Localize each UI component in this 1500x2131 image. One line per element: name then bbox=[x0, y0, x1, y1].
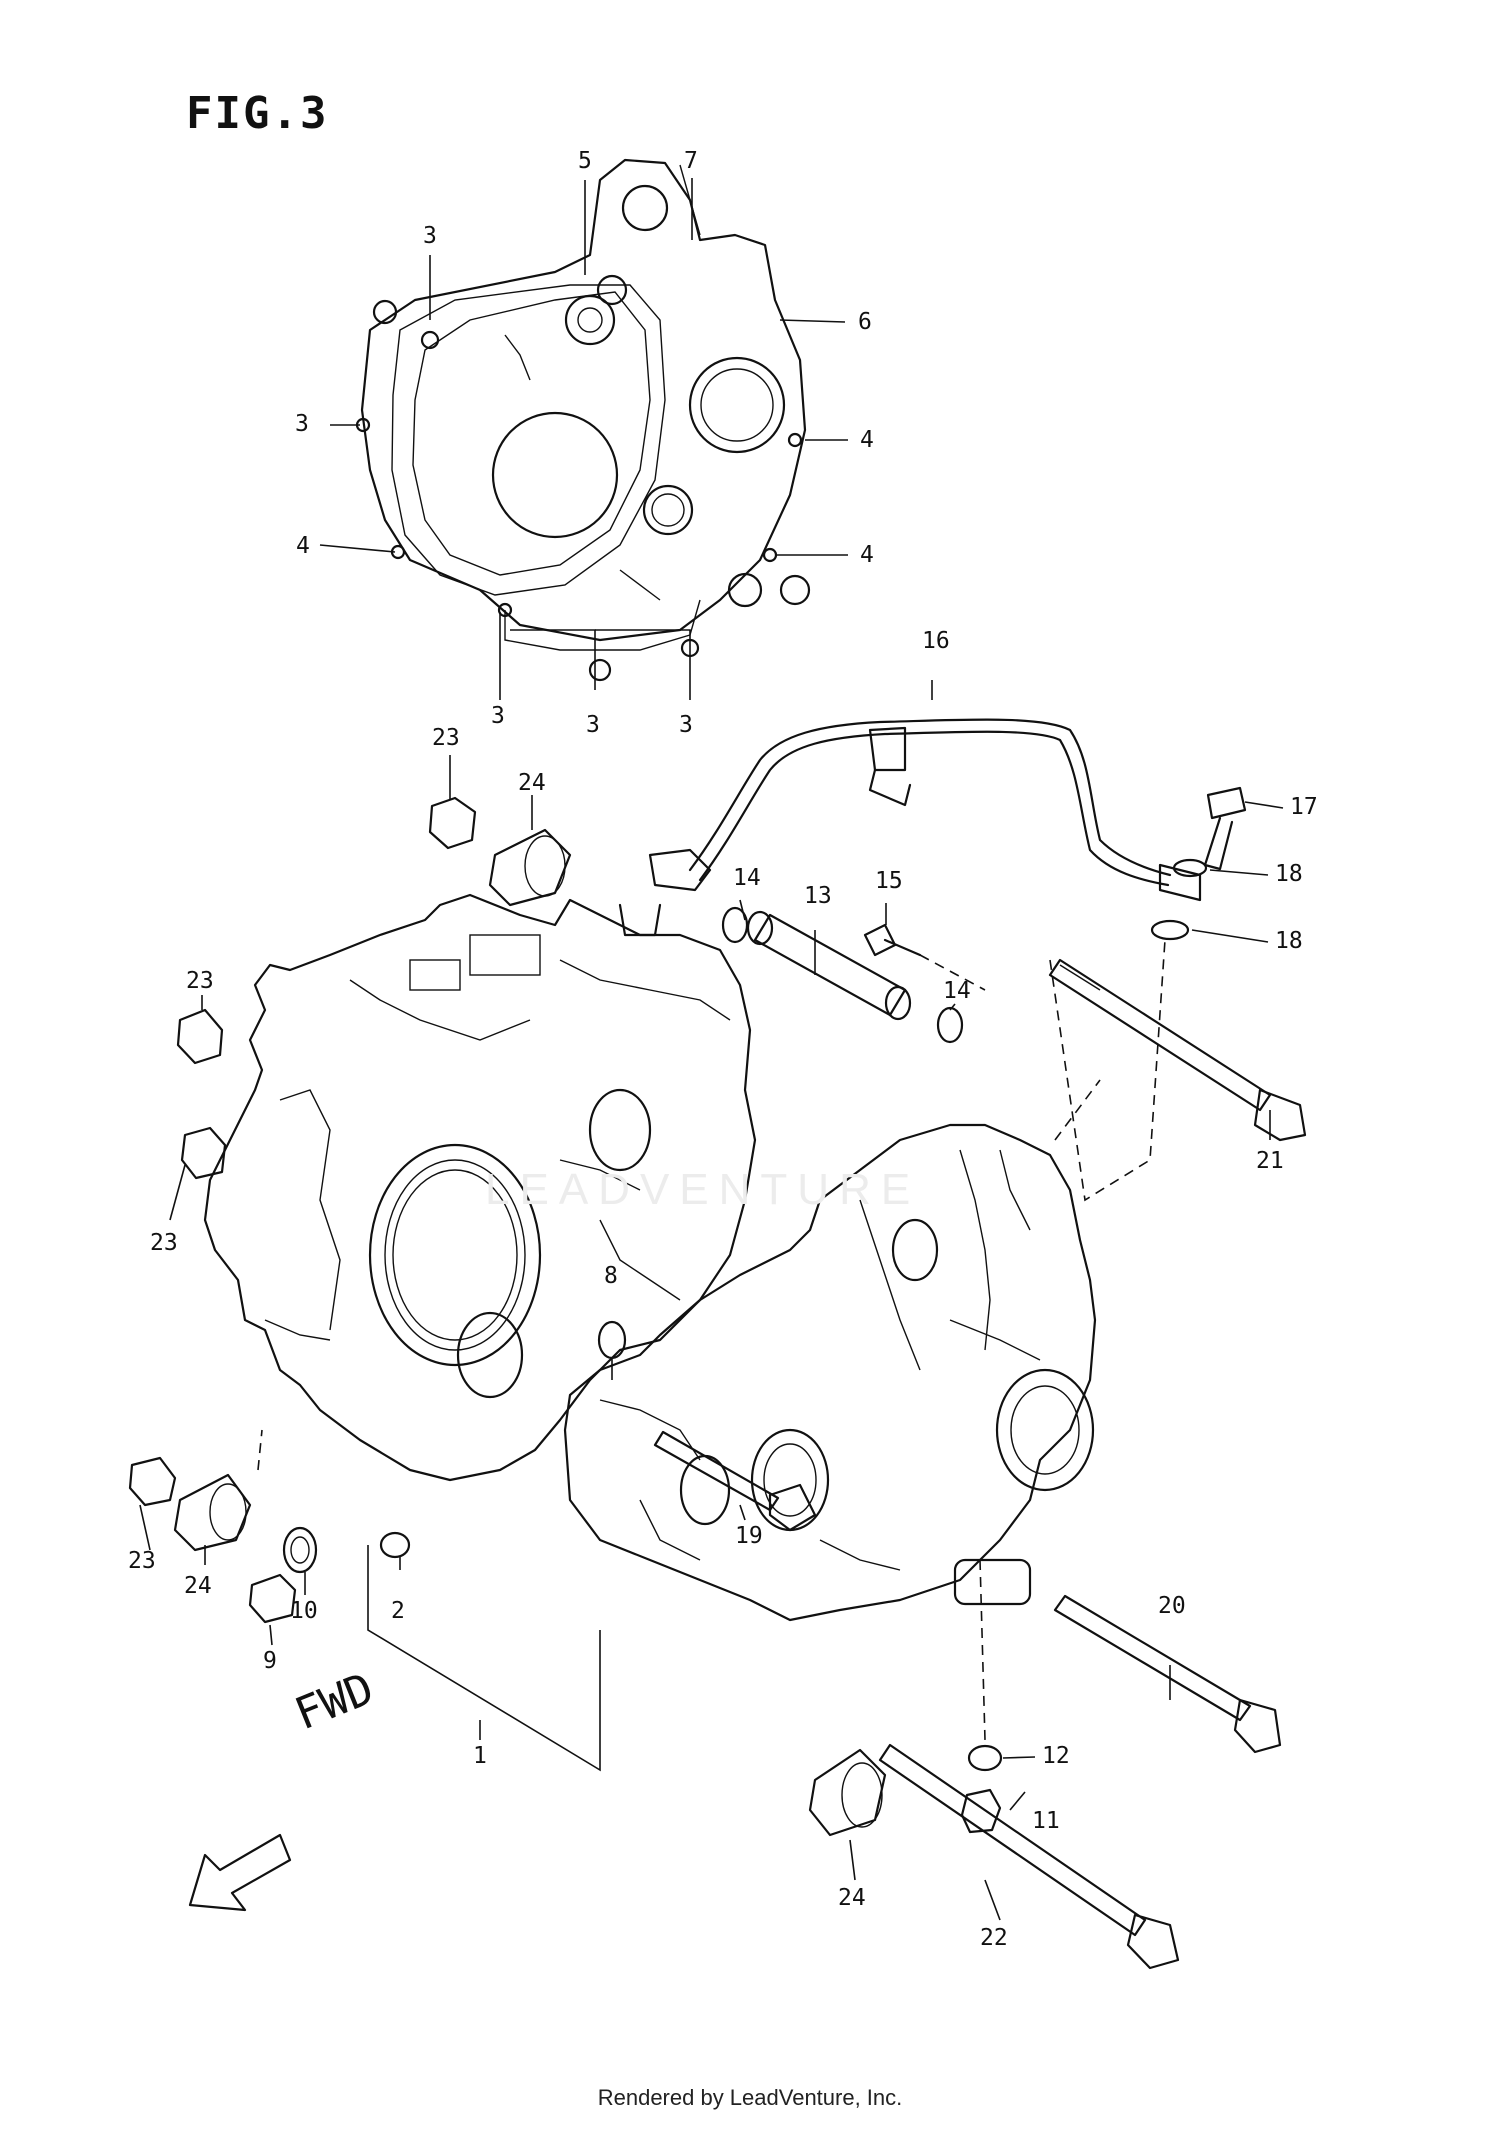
callout-3: 3 bbox=[586, 712, 600, 738]
nut-23c bbox=[180, 1126, 227, 1180]
callout-4: 4 bbox=[860, 427, 874, 453]
assembly-leaders bbox=[139, 680, 1284, 1921]
callout-10: 10 bbox=[290, 1598, 318, 1624]
nut-23a bbox=[428, 796, 477, 850]
callout-22: 22 bbox=[980, 1925, 1008, 1951]
callout-24: 24 bbox=[518, 770, 546, 796]
callout-24: 24 bbox=[838, 1885, 866, 1911]
nut-23b bbox=[176, 1008, 224, 1065]
callout-2: 2 bbox=[391, 1598, 405, 1624]
callout-19: 19 bbox=[735, 1523, 763, 1549]
forward-arrow-icon bbox=[188, 1833, 292, 1912]
callout-1: 1 bbox=[473, 1743, 487, 1769]
callout-7: 7 bbox=[684, 148, 698, 174]
callout-3: 3 bbox=[679, 712, 693, 738]
callout-4: 4 bbox=[860, 542, 874, 568]
render-credit: Rendered by LeadVenture, Inc. bbox=[597, 2085, 903, 2110]
callout-14: 14 bbox=[943, 978, 971, 1004]
callout-14: 14 bbox=[733, 865, 761, 891]
callout-13: 13 bbox=[804, 883, 832, 909]
callout-23: 23 bbox=[432, 725, 460, 751]
plug-11 bbox=[960, 1788, 1002, 1834]
callout-3: 3 bbox=[491, 703, 505, 729]
bolt-22 bbox=[878, 1743, 1180, 1970]
callout-18: 18 bbox=[1275, 928, 1303, 954]
oil-pipe-13 bbox=[721, 906, 986, 1044]
callout-23: 23 bbox=[150, 1230, 178, 1256]
washers-18 bbox=[1150, 858, 1208, 941]
union-bolt-17 bbox=[1203, 786, 1247, 871]
callout-18: 18 bbox=[1275, 861, 1303, 887]
callout-15: 15 bbox=[875, 868, 903, 894]
crankcase-assembly bbox=[203, 893, 1097, 1622]
callout-9: 9 bbox=[263, 1648, 277, 1674]
callout-16: 16 bbox=[922, 628, 950, 654]
callout-23: 23 bbox=[186, 968, 214, 994]
callout-11: 11 bbox=[1032, 1808, 1060, 1834]
bolt-19 bbox=[653, 1430, 817, 1532]
callout-24: 24 bbox=[184, 1573, 212, 1599]
nut-23d bbox=[128, 1456, 177, 1507]
callout-12: 12 bbox=[1042, 1743, 1070, 1769]
bushing-24a bbox=[488, 828, 572, 907]
callout-8: 8 bbox=[604, 1263, 618, 1289]
callout-23: 23 bbox=[128, 1548, 156, 1574]
drain-plug-9 bbox=[248, 1573, 297, 1624]
crankcase-gasket bbox=[355, 158, 811, 682]
bolt-20 bbox=[1053, 1594, 1282, 1754]
bolt-21 bbox=[1048, 958, 1307, 1142]
washer-12 bbox=[967, 1744, 1003, 1772]
oil-hose bbox=[648, 718, 1202, 902]
dowel-8 bbox=[597, 1320, 627, 1360]
callout-3: 3 bbox=[423, 223, 437, 249]
callout-21: 21 bbox=[1256, 1148, 1284, 1174]
callout-6: 6 bbox=[858, 309, 872, 335]
callout-5: 5 bbox=[578, 148, 592, 174]
callout-4: 4 bbox=[296, 533, 310, 559]
callout-17: 17 bbox=[1290, 794, 1318, 820]
bushing-24c bbox=[808, 1748, 887, 1837]
gasket-leaders bbox=[319, 178, 848, 700]
watermark: LEADVENTURE bbox=[485, 1165, 921, 1214]
figure-title: FIG.3 bbox=[186, 88, 329, 139]
dowel-2 bbox=[379, 1531, 411, 1559]
bushing-24b bbox=[173, 1473, 252, 1552]
gasket-10 bbox=[282, 1526, 318, 1574]
callout-20: 20 bbox=[1158, 1593, 1186, 1619]
callout-3: 3 bbox=[295, 411, 309, 437]
